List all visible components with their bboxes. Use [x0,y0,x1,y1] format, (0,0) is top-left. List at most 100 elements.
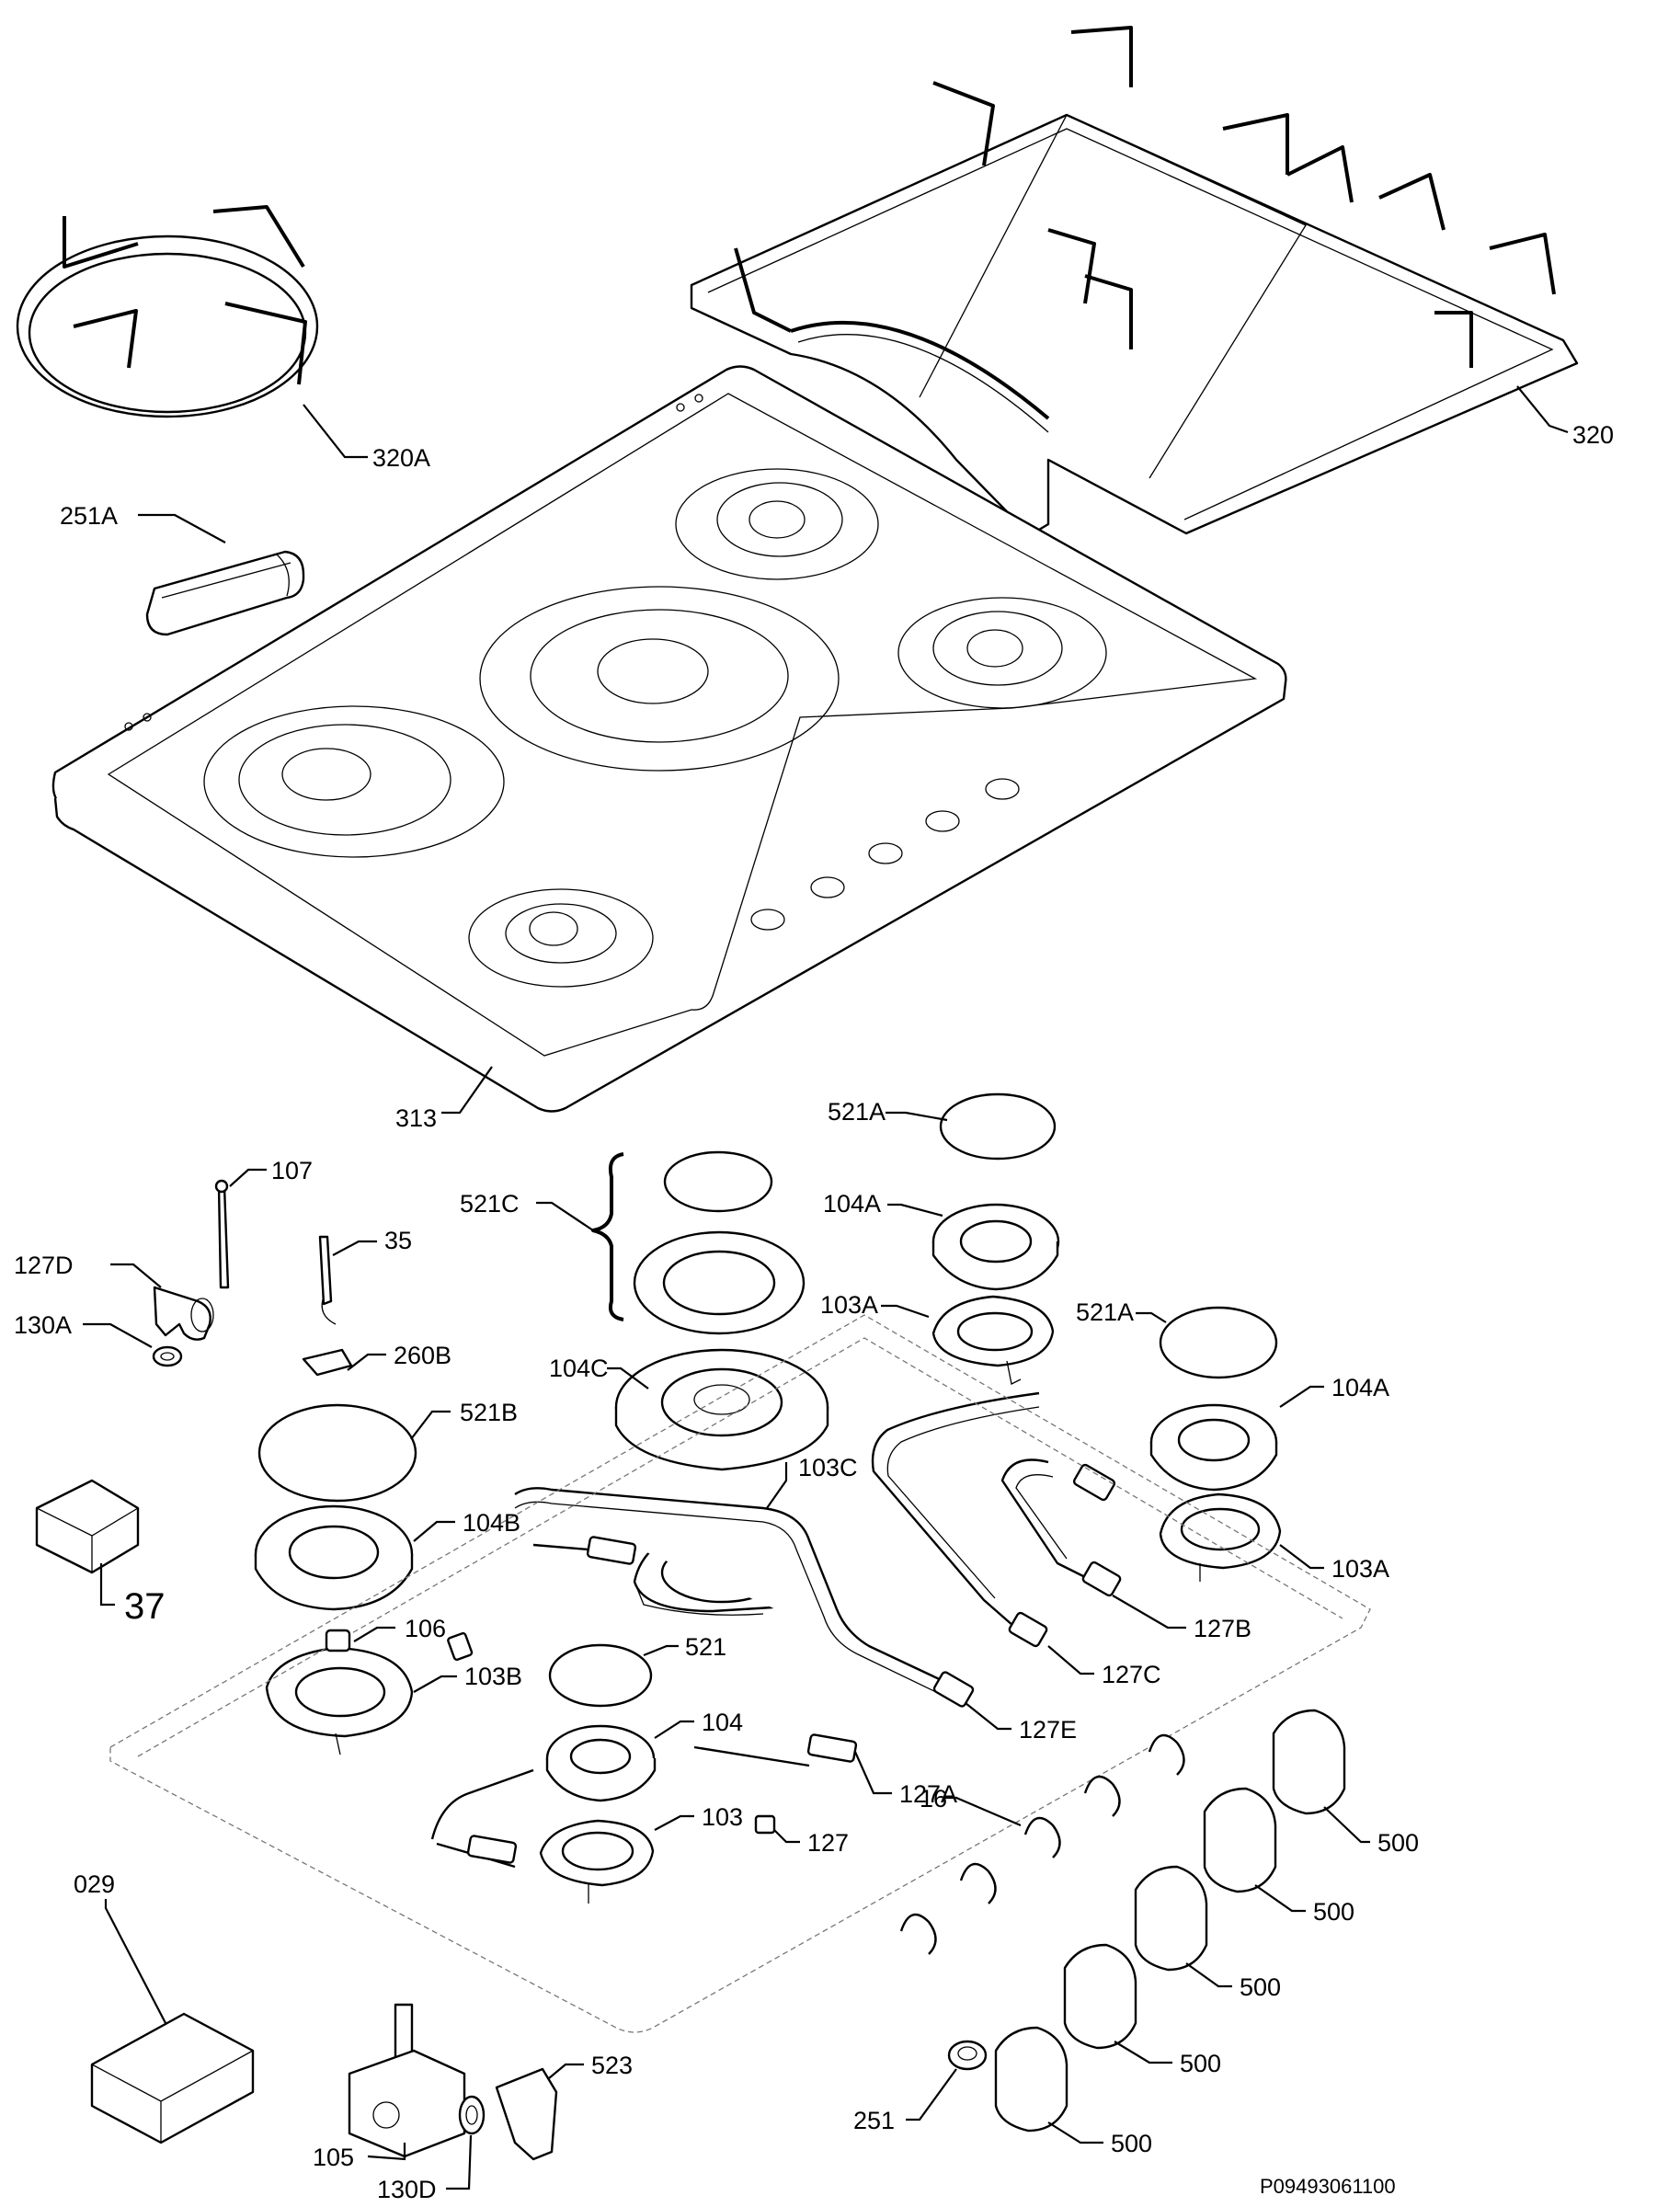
label-104A-top: 104A [823,1190,881,1218]
leader-130A [83,1322,153,1348]
part-106-nozzle [325,1629,474,1661]
leader-500-b [1254,1884,1306,1913]
part-127D-elbow [153,1286,214,1341]
label-127B: 127B [1194,1615,1251,1642]
leader-104 [654,1720,694,1739]
leader-521A-top [886,1111,948,1122]
part-gas-pipes [430,1391,1095,1869]
label-500-e: 500 [1111,2130,1152,2157]
leader-103 [654,1814,694,1831]
leader-521 [643,1644,679,1657]
part-labels: 320A 320 251A 313 107 127D 130A 35 521C … [14,421,1614,2203]
leader-500-e [1047,2121,1103,2144]
label-35: 35 [384,1227,412,1254]
leader-521B [410,1410,451,1440]
part-029-bracket [90,2012,255,2144]
label-104: 104 [702,1709,743,1736]
part-104B-burner [254,1504,414,1611]
label-103B: 103B [464,1663,522,1690]
label-251A: 251A [60,502,118,530]
part-251A-clip [145,550,305,636]
part-104A-right-burner [1149,1403,1278,1492]
label-521: 521 [685,1633,726,1661]
leader-127E [965,1702,1011,1731]
label-104A-right: 104A [1331,1374,1389,1401]
leader-104A-top [887,1203,943,1218]
leader-103B [413,1675,457,1693]
label-37: 37 [124,1586,166,1627]
label-127D: 127D [14,1252,74,1279]
label-103: 103 [702,1803,743,1831]
label-107: 107 [271,1157,313,1184]
part-127-injectors [466,1463,1122,1864]
label-029: 029 [74,1870,115,1898]
part-521B-cap [257,1403,417,1503]
label-320: 320 [1572,421,1614,449]
part-130D-washer [458,2095,486,2135]
part-37-ignition-module [35,1479,140,1574]
leader-320A [303,404,368,459]
label-127E: 127E [1019,1716,1077,1744]
label-500-c: 500 [1240,1973,1281,2001]
part-107-thermocouple [214,1179,230,1289]
label-104C: 104C [549,1355,609,1382]
label-127: 127 [807,1829,849,1857]
label-260B: 260B [394,1342,451,1369]
leader-251 [906,2068,957,2121]
leader-106 [353,1626,395,1642]
footer-code: P09493061100 [1260,2175,1396,2198]
leader-521A-right [1136,1311,1167,1323]
part-260B-clip [302,1348,353,1377]
label-127C: 127C [1102,1661,1161,1688]
part-hob-chassis-outline [109,1314,1371,2033]
part-103A-right-base [1159,1492,1282,1582]
leader-523 [548,2063,584,2079]
label-523: 523 [591,2052,633,2079]
label-130D: 130D [377,2176,437,2203]
label-251: 251 [853,2107,895,2134]
part-130A-washer [152,1345,183,1367]
leader-127A [853,1751,892,1795]
leader-251A [138,513,226,543]
label-105: 105 [313,2144,354,2171]
part-521C-burner-caps [591,1150,806,1335]
part-523-spring-clip [495,2067,558,2161]
label-521A-top: 521A [828,1098,886,1126]
leader-104A-right [1279,1385,1324,1408]
leader-127C [1047,1645,1094,1675]
label-500-b: 500 [1313,1898,1354,1926]
leader-103A-right [1279,1544,1324,1570]
leader-500-c [1185,1962,1232,1988]
part-320-rect-pan-support [690,26,1579,537]
part-500-knobs [994,1709,1346,2133]
part-521A-top-cap [939,1092,1057,1161]
label-500-d: 500 [1180,2050,1221,2077]
leader-105 [367,2143,406,2161]
leader-320 [1516,385,1569,434]
leader-16 [943,1796,1022,1827]
label-103A-right: 103A [1331,1555,1389,1583]
leader-260B [347,1353,386,1371]
leader-500-d [1114,2041,1172,2064]
part-16-knob-springs [899,1733,1185,1955]
part-313-hob-top [51,365,1287,1113]
leader-521C [536,1201,594,1231]
part-35-spark-electrode [318,1235,337,1325]
leader-127 [773,1829,800,1844]
label-500-a: 500 [1377,1829,1419,1857]
part-104-burner [545,1724,657,1802]
label-106: 106 [405,1615,446,1642]
leader-35 [332,1240,377,1256]
label-320A: 320A [372,444,430,472]
label-130A: 130A [14,1311,72,1339]
label-521B: 521B [460,1399,518,1426]
part-105-gas-tap [348,2003,466,2158]
part-521A-right-cap [1159,1306,1278,1379]
label-127A: 127A [899,1780,957,1808]
leader-107 [229,1168,267,1187]
label-104B: 104B [463,1509,520,1537]
label-103C: 103C [798,1454,858,1481]
label-103A-top: 103A [820,1291,878,1319]
leader-104C [607,1367,649,1389]
